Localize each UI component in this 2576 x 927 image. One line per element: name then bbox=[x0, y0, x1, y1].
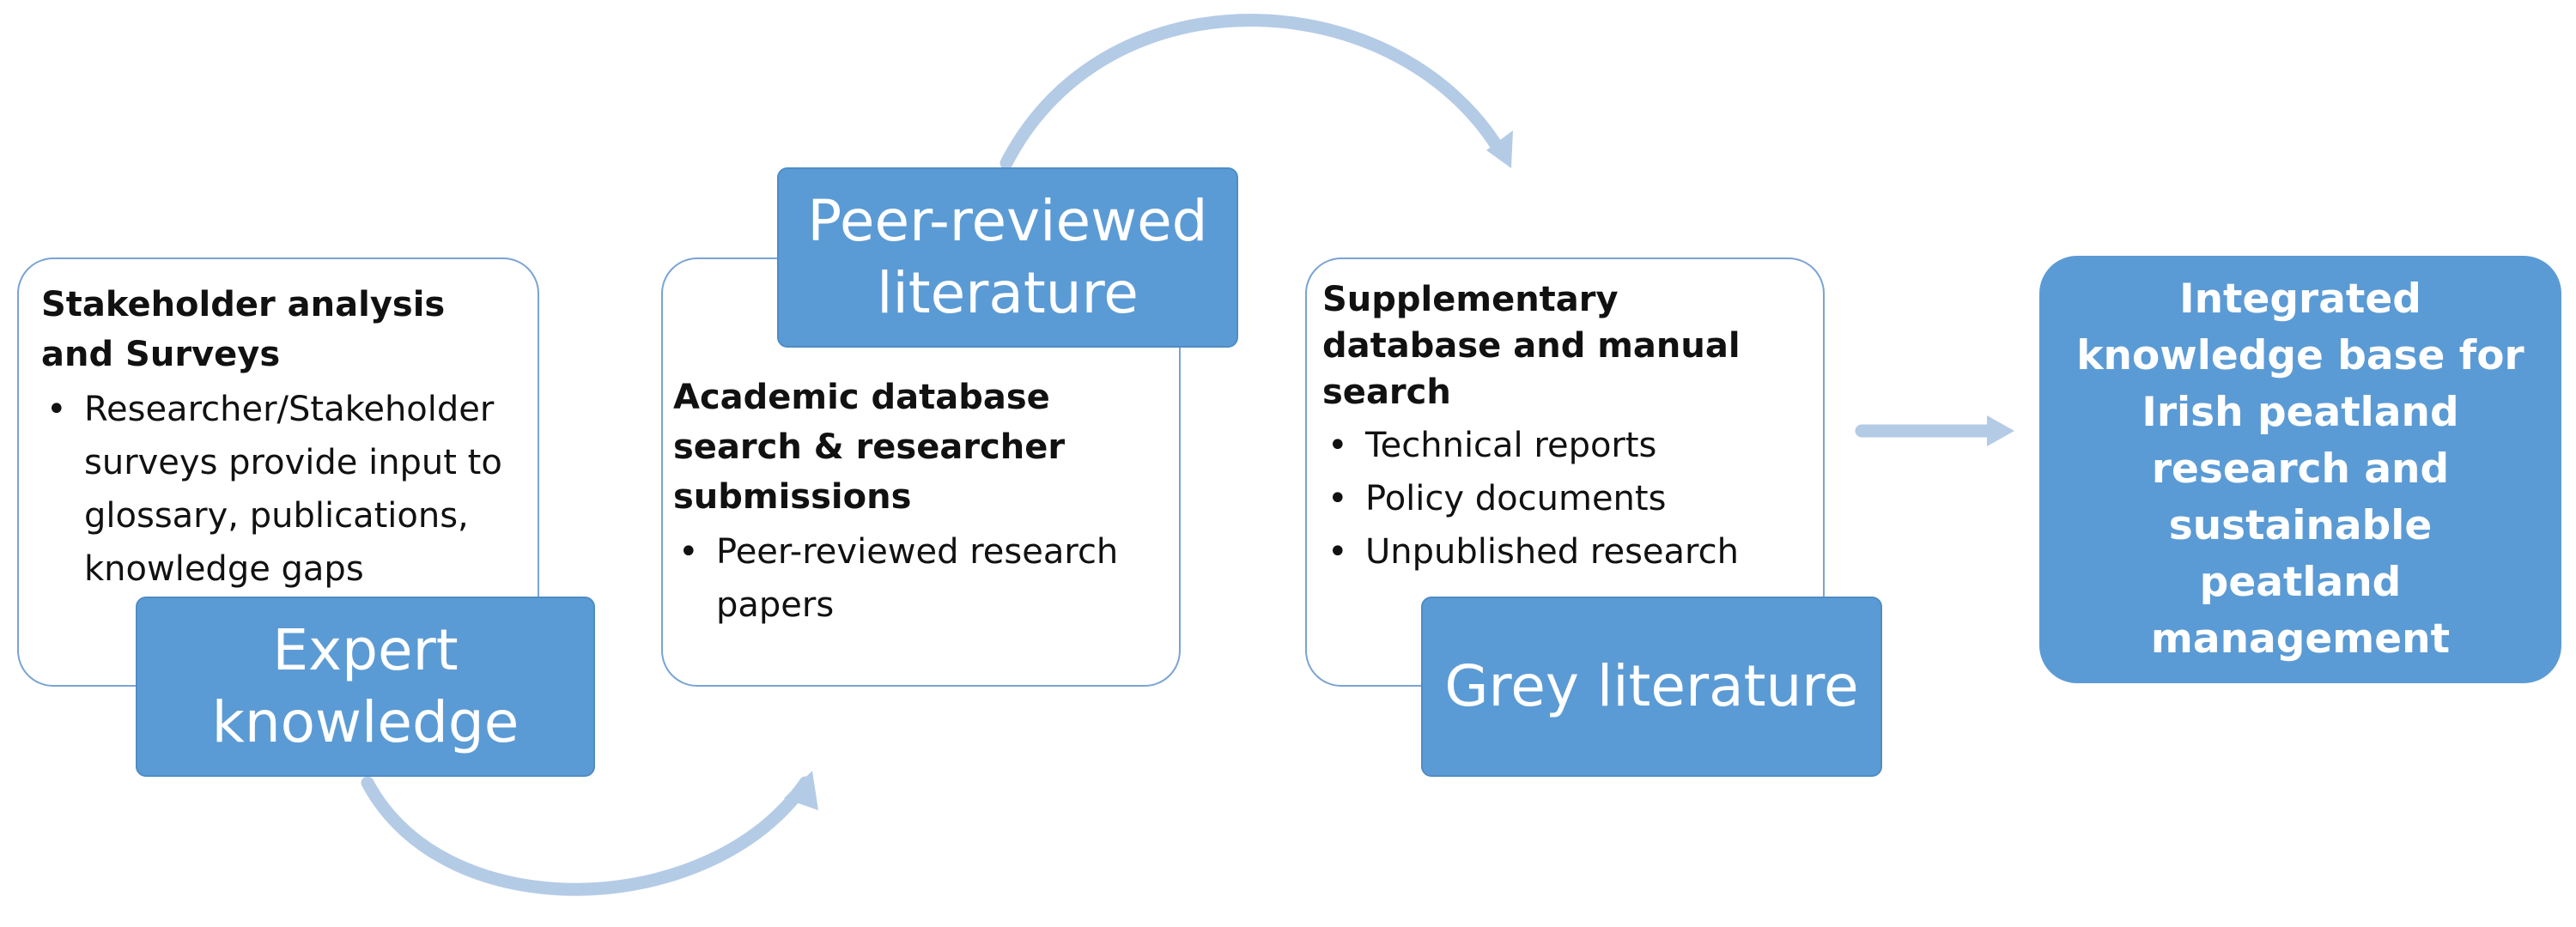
supplementary-panel-title: Supplementary database and manual search bbox=[1322, 280, 1741, 412]
supplementary-bullet-3: Unpublished research bbox=[1322, 525, 1806, 579]
stakeholder-bullet-1: Researcher/Stakeholder surveys provide i… bbox=[41, 383, 515, 596]
stakeholder-panel-title: Stakeholder analysis and Surveys bbox=[41, 285, 446, 374]
integrated-knowledge-box: Integrated knowledge base for Irish peat… bbox=[2039, 256, 2561, 683]
academic-bullet-list: Peer-reviewed research papers bbox=[673, 525, 1157, 632]
peer-reviewed-text: Peer-reviewed literature bbox=[807, 188, 1208, 326]
supplementary-bullet-list: Technical reports Policy documents Unpub… bbox=[1322, 419, 1806, 579]
stakeholder-panel: Stakeholder analysis and Surveys Researc… bbox=[17, 258, 539, 687]
supplementary-bullet-1: Technical reports bbox=[1322, 419, 1806, 472]
curved-arrow-bottom bbox=[361, 776, 812, 896]
expert-knowledge-text: Expert knowledge bbox=[211, 617, 519, 755]
academic-bullet-1: Peer-reviewed research papers bbox=[673, 525, 1157, 632]
expert-knowledge-label: Expert knowledge bbox=[136, 597, 595, 777]
stakeholder-bullet-list: Researcher/Stakeholder surveys provide i… bbox=[41, 383, 515, 596]
integrated-knowledge-text: Integrated knowledge base for Irish peat… bbox=[2076, 276, 2524, 663]
curved-arrow-bottom-head bbox=[784, 771, 818, 810]
curved-arrow-top bbox=[999, 14, 1508, 170]
grey-literature-label: Grey literature bbox=[1421, 597, 1882, 777]
peer-reviewed-label: Peer-reviewed literature bbox=[777, 167, 1238, 348]
curved-arrow-top-head bbox=[1486, 130, 1513, 168]
supplementary-bullet-2: Policy documents bbox=[1322, 472, 1806, 525]
straight-arrow-head bbox=[1987, 415, 2014, 446]
academic-panel-title: Academic database search & researcher su… bbox=[673, 378, 1066, 517]
grey-literature-text: Grey literature bbox=[1444, 653, 1859, 719]
